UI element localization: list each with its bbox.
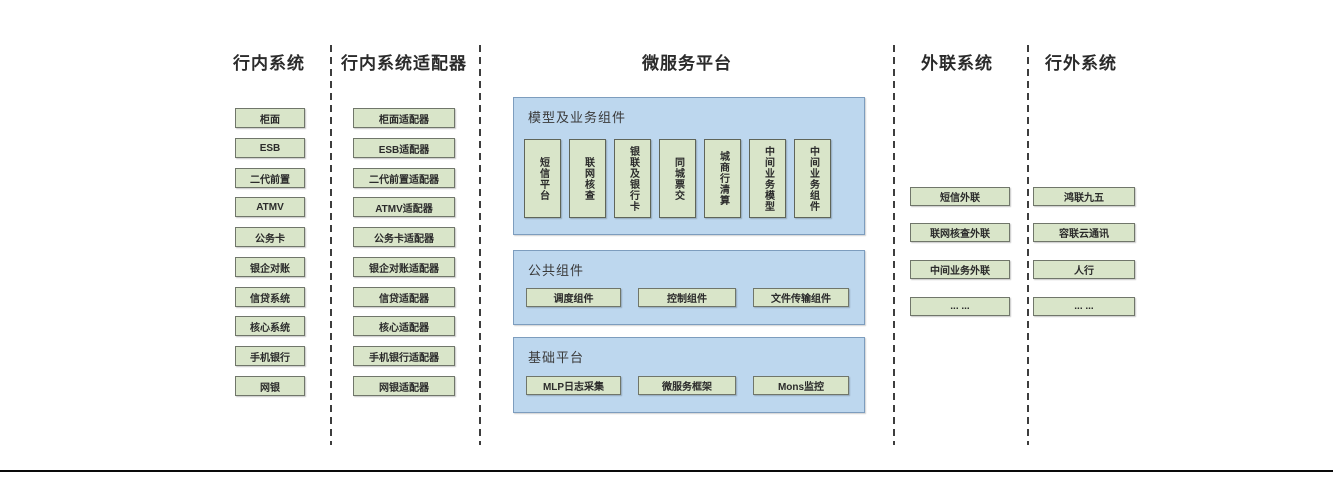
- external-box: 容联云通讯: [1033, 223, 1135, 242]
- outlink-box: 中间业务外联: [910, 260, 1010, 279]
- module-box-label: 联网核查: [582, 156, 594, 201]
- column-header-external-systems: 行外系统: [1045, 54, 1117, 73]
- module-box-label: 银联及银行卡: [627, 145, 639, 212]
- component-box: 调度组件: [526, 288, 621, 307]
- column-header-outlink-systems: 外联系统: [921, 54, 993, 73]
- adapter-box: 银企对账适配器: [353, 257, 455, 277]
- component-box: Mons监控: [753, 376, 849, 395]
- column-header-internal-system-adapters: 行内系统适配器: [341, 54, 467, 73]
- adapter-box: 二代前置适配器: [353, 168, 455, 188]
- module-box: 同城票交: [659, 139, 696, 218]
- divider-2: [479, 45, 481, 445]
- internal-system-box: 核心系统: [235, 316, 305, 336]
- module-box-label: 中间业务模型: [762, 145, 774, 212]
- module-box: 短信平台: [524, 139, 561, 218]
- module-box: 联网核查: [569, 139, 606, 218]
- adapter-box: 网银适配器: [353, 376, 455, 396]
- component-box: 控制组件: [638, 288, 736, 307]
- internal-system-box: 公务卡: [235, 227, 305, 247]
- bottom-rule: [0, 470, 1333, 472]
- module-box: 中间业务组件: [794, 139, 831, 218]
- column-header-microservice-platform: 微服务平台: [642, 54, 732, 73]
- adapter-box: ESB适配器: [353, 138, 455, 158]
- internal-system-box: 二代前置: [235, 168, 305, 188]
- divider-4: [1027, 45, 1029, 445]
- external-box: 人行: [1033, 260, 1135, 279]
- module-box-label: 同城票交: [672, 156, 684, 201]
- internal-system-box: 信贷系统: [235, 287, 305, 307]
- panel-base-platform: 基础平台 MLP日志采集 微服务框架 Mons监控: [513, 337, 865, 413]
- adapter-box: 公务卡适配器: [353, 227, 455, 247]
- module-box: 银联及银行卡: [614, 139, 651, 218]
- panel-model-business-components: 模型及业务组件 短信平台 联网核查 银联及银行卡 同城票交 城商行清算 中间业务…: [513, 97, 865, 235]
- external-box: ... ...: [1033, 297, 1135, 316]
- internal-system-box: 网银: [235, 376, 305, 396]
- internal-system-box: 手机银行: [235, 346, 305, 366]
- internal-system-box: 柜面: [235, 108, 305, 128]
- component-box: MLP日志采集: [526, 376, 621, 395]
- panel-common-components: 公共组件 调度组件 控制组件 文件传输组件: [513, 250, 865, 325]
- module-box-label: 中间业务组件: [807, 145, 819, 212]
- internal-system-box: 银企对账: [235, 257, 305, 277]
- panel-title: 模型及业务组件: [528, 110, 627, 125]
- adapter-box: 柜面适配器: [353, 108, 455, 128]
- external-box: 鸿联九五: [1033, 187, 1135, 206]
- internal-system-box: ATMV: [235, 197, 305, 217]
- module-box: 中间业务模型: [749, 139, 786, 218]
- outlink-box: ... ...: [910, 297, 1010, 316]
- adapter-box: ATMV适配器: [353, 197, 455, 217]
- divider-3: [893, 45, 895, 445]
- divider-1: [330, 45, 332, 445]
- outlink-box: 联网核查外联: [910, 223, 1010, 242]
- adapter-box: 信贷适配器: [353, 287, 455, 307]
- adapter-box: 核心适配器: [353, 316, 455, 336]
- panel-title: 基础平台: [528, 350, 585, 365]
- module-box-label: 短信平台: [537, 156, 549, 201]
- outlink-box: 短信外联: [910, 187, 1010, 206]
- panel-title: 公共组件: [528, 263, 585, 278]
- component-box: 文件传输组件: [753, 288, 849, 307]
- adapter-box: 手机银行适配器: [353, 346, 455, 366]
- module-box-label: 城商行清算: [717, 151, 729, 206]
- module-box: 城商行清算: [704, 139, 741, 218]
- internal-system-box: ESB: [235, 138, 305, 158]
- column-header-internal-systems: 行内系统: [233, 54, 305, 73]
- component-box: 微服务框架: [638, 376, 736, 395]
